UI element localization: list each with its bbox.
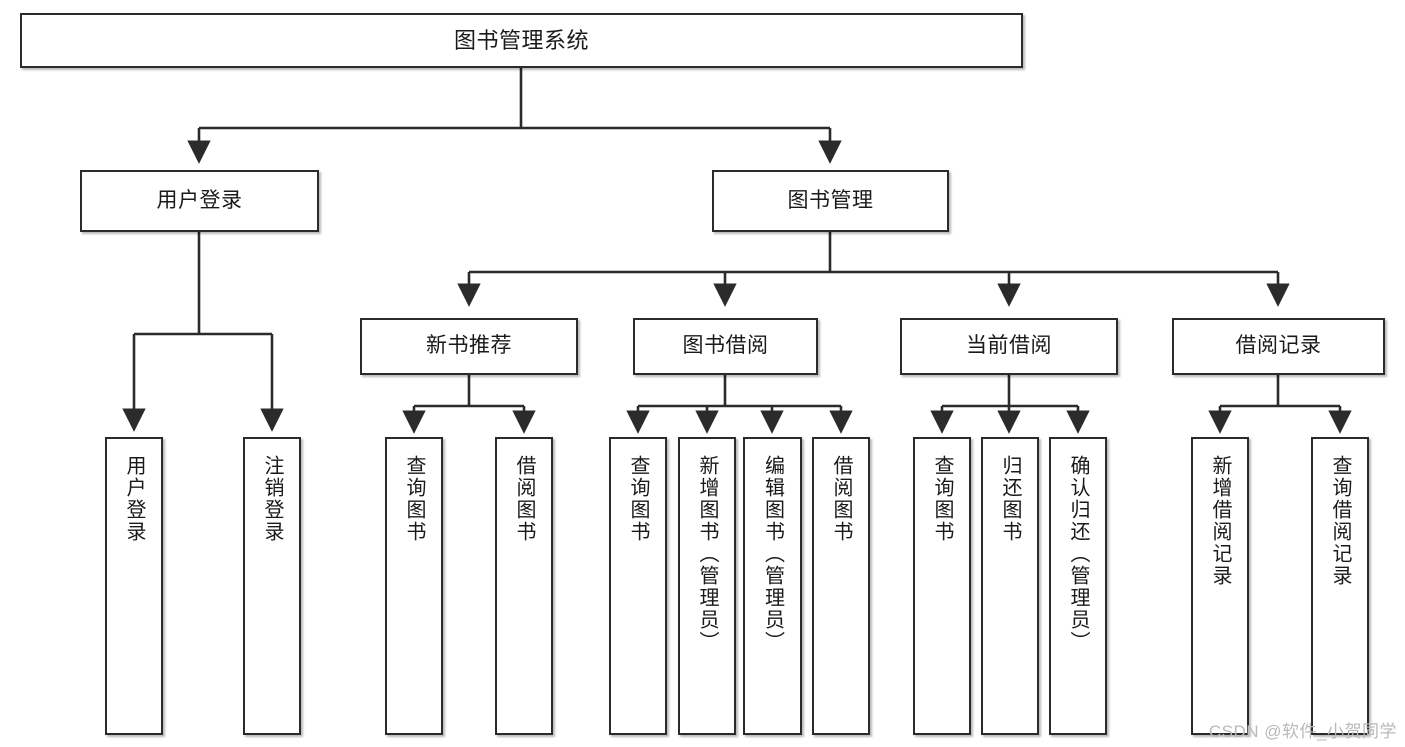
- node-label: 查询借阅记录: [1329, 455, 1351, 587]
- node-label: 借阅图书: [830, 455, 852, 543]
- node-label: 图书管理: [787, 188, 874, 212]
- node-label: 注销登录: [261, 455, 283, 543]
- node-label: 编辑图书（管理员）: [761, 455, 784, 653]
- node-label: 新书推荐: [426, 334, 512, 358]
- node-label: 图书管理系统: [453, 27, 589, 53]
- node-borrow-record[interactable]: 借阅记录: [1172, 318, 1385, 375]
- leaf-query-book-borrow[interactable]: 查询图书: [609, 437, 667, 735]
- node-label: 新增借阅记录: [1209, 455, 1231, 587]
- node-label: 查询图书: [627, 455, 649, 543]
- node-book-borrow[interactable]: 图书借阅: [633, 318, 818, 375]
- node-label: 当前借阅: [966, 334, 1052, 358]
- leaf-confirm-return-admin[interactable]: 确认归还（管理员）: [1049, 437, 1107, 735]
- node-label: 借阅记录: [1235, 334, 1322, 358]
- node-label: 图书借阅: [682, 334, 769, 358]
- node-label: 确认归还（管理员）: [1067, 455, 1089, 653]
- leaf-logout-login[interactable]: 注销登录: [243, 437, 301, 735]
- node-label: 新增图书（管理员）: [696, 455, 718, 653]
- leaf-edit-book-admin[interactable]: 编辑图书（管理员）: [743, 437, 802, 735]
- leaf-user-login[interactable]: 用户登录: [105, 437, 163, 735]
- leaf-query-book-current[interactable]: 查询图书: [913, 437, 971, 735]
- node-label: 查询图书: [403, 455, 425, 543]
- leaf-add-book-admin[interactable]: 新增图书（管理员）: [678, 437, 736, 735]
- node-book-management[interactable]: 图书管理: [712, 170, 949, 232]
- node-label: 用户登录: [123, 455, 145, 543]
- leaf-borrow-book-recommend[interactable]: 借阅图书: [495, 437, 553, 735]
- node-label: 归还图书: [999, 455, 1021, 543]
- watermark-text: CSDN @软件_小贺同学: [1208, 722, 1397, 741]
- leaf-return-book[interactable]: 归还图书: [981, 437, 1039, 735]
- leaf-borrow-book[interactable]: 借阅图书: [812, 437, 870, 735]
- node-label: 用户登录: [156, 188, 243, 212]
- node-label: 查询图书: [931, 455, 953, 543]
- leaf-add-borrow-record[interactable]: 新增借阅记录: [1191, 437, 1249, 735]
- node-current-borrow[interactable]: 当前借阅: [900, 318, 1118, 375]
- node-label: 借阅图书: [513, 455, 535, 543]
- leaf-query-borrow-record[interactable]: 查询借阅记录: [1311, 437, 1369, 735]
- node-user-login[interactable]: 用户登录: [80, 170, 319, 232]
- leaf-query-book-recommend[interactable]: 查询图书: [385, 437, 443, 735]
- node-root-system[interactable]: 图书管理系统: [20, 13, 1023, 68]
- node-new-book-recommend[interactable]: 新书推荐: [360, 318, 578, 375]
